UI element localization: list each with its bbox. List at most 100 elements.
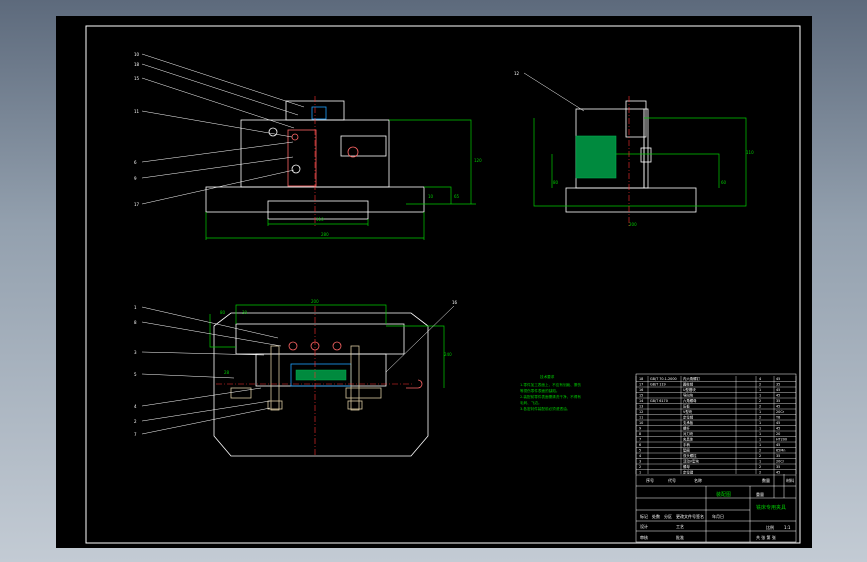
parts-cell: 3 bbox=[639, 460, 641, 464]
top-dim-labels: 200 240 80 30 28 bbox=[220, 299, 452, 375]
company-name: 铣床专用夹具 bbox=[756, 504, 786, 511]
top-view bbox=[213, 312, 429, 457]
callout-label: 7 bbox=[134, 432, 137, 437]
dim-top-width: 200 bbox=[311, 299, 319, 304]
dim-top-small-b: 30 bbox=[242, 310, 248, 315]
parts-cell: 45 bbox=[776, 377, 780, 381]
dim-top-small-c: 28 bbox=[224, 370, 230, 375]
callout-label: 4 bbox=[134, 404, 137, 409]
parts-cell: 压板 bbox=[683, 404, 690, 409]
title-block-lower bbox=[636, 474, 796, 542]
side-upright-edge bbox=[643, 108, 649, 189]
side-upright bbox=[625, 100, 647, 138]
parts-cell: 2 bbox=[759, 454, 761, 458]
parts-cell: 1 bbox=[759, 438, 761, 442]
parts-cell: 支承板 bbox=[683, 420, 694, 425]
parts-cell: 1 bbox=[759, 394, 761, 398]
parts-cell: 45 bbox=[776, 471, 780, 475]
parts-cell: 1 bbox=[639, 471, 641, 475]
top-hole bbox=[288, 341, 298, 351]
drawing-border bbox=[85, 25, 801, 544]
front-dim-labels: 110 280 120 10 65 bbox=[316, 158, 482, 237]
parts-cell: 1 bbox=[759, 460, 761, 464]
parts-cell: 5 bbox=[639, 449, 641, 453]
mark-cell: 标记 bbox=[640, 513, 648, 519]
tech-note-line: 毛刺、飞边。 bbox=[520, 400, 542, 405]
parts-cell: 8 bbox=[639, 432, 641, 436]
role-cell: 工艺 bbox=[676, 524, 684, 529]
parts-cell: 45 bbox=[776, 394, 780, 398]
top-nut-left bbox=[267, 400, 283, 410]
parts-cell: 13 bbox=[639, 405, 643, 409]
dim-front-width-top: 110 bbox=[316, 217, 324, 222]
dim-front-small-a: 10 bbox=[428, 194, 434, 199]
callout-label: 10 bbox=[134, 52, 140, 57]
callout-label: 18 bbox=[134, 62, 140, 67]
callout-label: 15 bbox=[134, 76, 140, 81]
parts-cell: 1 bbox=[759, 388, 761, 392]
parts-cell: GB/T 70.1-2000 bbox=[650, 377, 677, 381]
parts-cell: V型块 bbox=[683, 409, 693, 414]
parts-cell: 2 bbox=[759, 471, 761, 475]
top-u-slot bbox=[406, 379, 423, 389]
dim-front-small-b: 65 bbox=[454, 194, 460, 199]
top-callout-labels: 1 8 3 5 4 2 7 16 bbox=[134, 300, 458, 437]
parts-cell: 45 bbox=[776, 388, 780, 392]
parts-cell: 45 bbox=[776, 443, 780, 447]
tech-note-line: 3.各密封件装配前必须浸透油。 bbox=[520, 406, 570, 411]
mark-cell: 更改文件号 bbox=[676, 513, 696, 519]
callout-label: 9 bbox=[134, 176, 137, 181]
parts-cell: 双头螺柱 bbox=[683, 453, 697, 458]
header-col: 材料 bbox=[786, 477, 794, 483]
parts-cell: 35 bbox=[776, 399, 780, 403]
parts-cell: 1 bbox=[759, 410, 761, 414]
front-callouts bbox=[141, 53, 305, 205]
parts-cell: 12 bbox=[639, 410, 643, 414]
callout-label: 17 bbox=[134, 202, 140, 207]
side-nut bbox=[640, 147, 652, 163]
front-hole bbox=[347, 146, 359, 158]
front-hole bbox=[291, 133, 299, 141]
header-col: 名称 bbox=[694, 477, 702, 483]
side-dim-labels: 200 110 80 60 bbox=[553, 150, 754, 227]
parts-cell: 垫圈 bbox=[683, 448, 690, 453]
parts-cell: 65Mn bbox=[776, 449, 785, 453]
mark-cell: 处数 bbox=[652, 513, 660, 519]
mark-cell: 分区 bbox=[664, 513, 672, 519]
callout-label: 1 bbox=[134, 305, 137, 310]
parts-cell: 2 bbox=[759, 399, 761, 403]
title-block-text: 序号 代号 名称 数量 材料 装配图 铣床专用夹具 比例 1:1 共 张 第 张… bbox=[640, 477, 794, 540]
role-cell: 批准 bbox=[676, 534, 684, 540]
top-outline bbox=[213, 312, 429, 457]
parts-cell: 2 bbox=[759, 383, 761, 387]
callout-label: 11 bbox=[134, 109, 140, 114]
dim-front-height: 120 bbox=[474, 158, 482, 163]
dim-top-height: 240 bbox=[444, 352, 452, 357]
top-callouts bbox=[141, 305, 455, 435]
parts-cell: 15 bbox=[639, 394, 643, 398]
callout-label: 5 bbox=[134, 372, 137, 377]
front-dimensions bbox=[205, 119, 476, 240]
parts-cell: 六角螺母 bbox=[683, 398, 697, 403]
parts-cell: 14 bbox=[639, 399, 643, 403]
cad-drawing-canvas[interactable]: 110 280 120 10 65 10 18 15 bbox=[56, 16, 812, 548]
parts-cell: 35 bbox=[776, 465, 780, 469]
drawing-name: 装配图 bbox=[716, 491, 731, 498]
parts-cell: 1 bbox=[759, 421, 761, 425]
drawing-sheet[interactable]: 110 280 120 10 65 10 18 15 bbox=[56, 16, 812, 548]
scale-label: 比例 bbox=[766, 524, 774, 530]
parts-cell: 螺母 bbox=[683, 464, 690, 469]
parts-cell: 对刀块 bbox=[683, 431, 694, 436]
parts-cell: 1 bbox=[759, 432, 761, 436]
callout-label: 2 bbox=[134, 419, 137, 424]
top-stud-left bbox=[270, 345, 280, 411]
dim-side-small-b: 60 bbox=[721, 180, 727, 185]
callout-label: 3 bbox=[134, 350, 137, 355]
dim-side-height: 110 bbox=[746, 150, 754, 155]
side-section-hatch bbox=[575, 135, 617, 179]
parts-cell: 20Cr bbox=[776, 460, 785, 464]
scale-value: 1:1 bbox=[784, 525, 791, 530]
top-left-clamp bbox=[230, 387, 252, 399]
parts-cell: 45 bbox=[776, 421, 780, 425]
